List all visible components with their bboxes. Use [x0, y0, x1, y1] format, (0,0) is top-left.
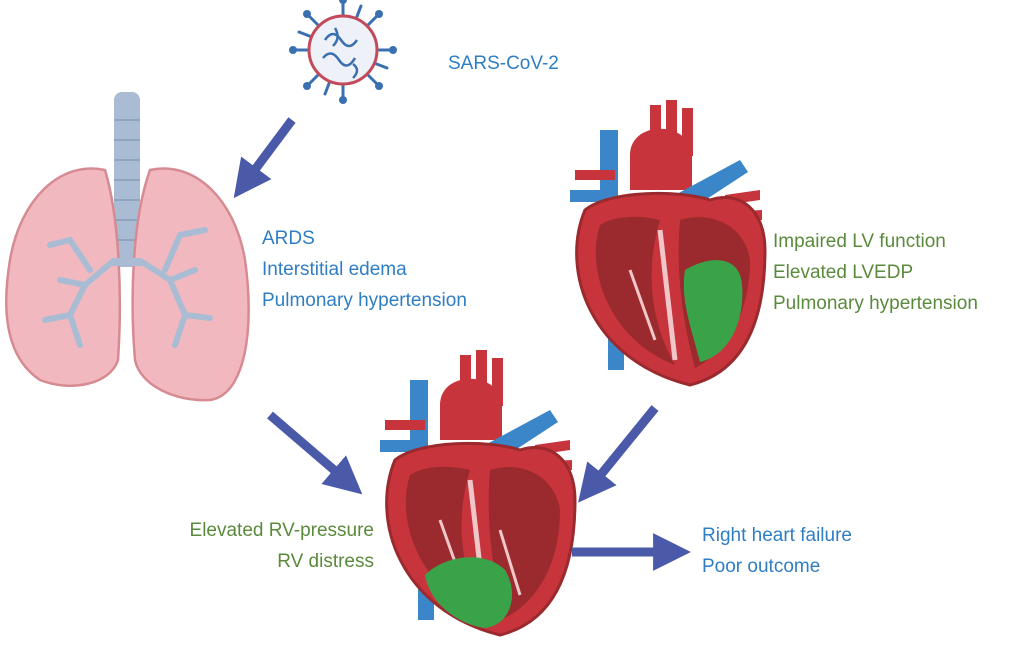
arrow-lv-to-rv — [578, 405, 659, 503]
lung-label-edema: Interstitial edema — [262, 259, 407, 280]
outcome-label-failure: Right heart failure — [702, 525, 852, 546]
rv-label-distress: RV distress — [277, 551, 374, 572]
virus-label-text: SARS-CoV-2 — [448, 53, 559, 74]
arrow-lungs-to-rv — [267, 411, 363, 495]
virus-label: SARS-CoV-2 — [448, 48, 559, 79]
virus-icon — [289, 0, 397, 104]
lv-effects-labels: Impaired LV function Elevated LVEDP Pulm… — [773, 226, 978, 319]
heart-rv-icon — [380, 350, 575, 635]
flow-arrows — [233, 117, 691, 571]
outcome-label-poor: Poor outcome — [702, 556, 821, 577]
lung-label-pulm-htn: Pulmonary hypertension — [262, 290, 467, 311]
rv-effects-labels: Elevated RV-pressure RV distress — [158, 515, 374, 577]
lv-label-pulm-htn: Pulmonary hypertension — [773, 293, 978, 314]
rv-label-pressure: Elevated RV-pressure — [189, 520, 374, 541]
heart-lv-icon — [570, 100, 765, 385]
lv-label-function: Impaired LV function — [773, 231, 946, 252]
outcome-labels: Right heart failure Poor outcome — [702, 520, 852, 582]
lung-effects-labels: ARDS Interstitial edema Pulmonary hypert… — [262, 223, 467, 316]
rv-lesion — [425, 557, 513, 628]
lv-lesion — [683, 260, 743, 362]
lung-label-ards: ARDS — [262, 228, 315, 249]
arrow-virus-to-lungs — [233, 117, 296, 199]
lv-label-lvedp: Elevated LVEDP — [773, 262, 914, 283]
lungs-icon — [5, 92, 250, 402]
